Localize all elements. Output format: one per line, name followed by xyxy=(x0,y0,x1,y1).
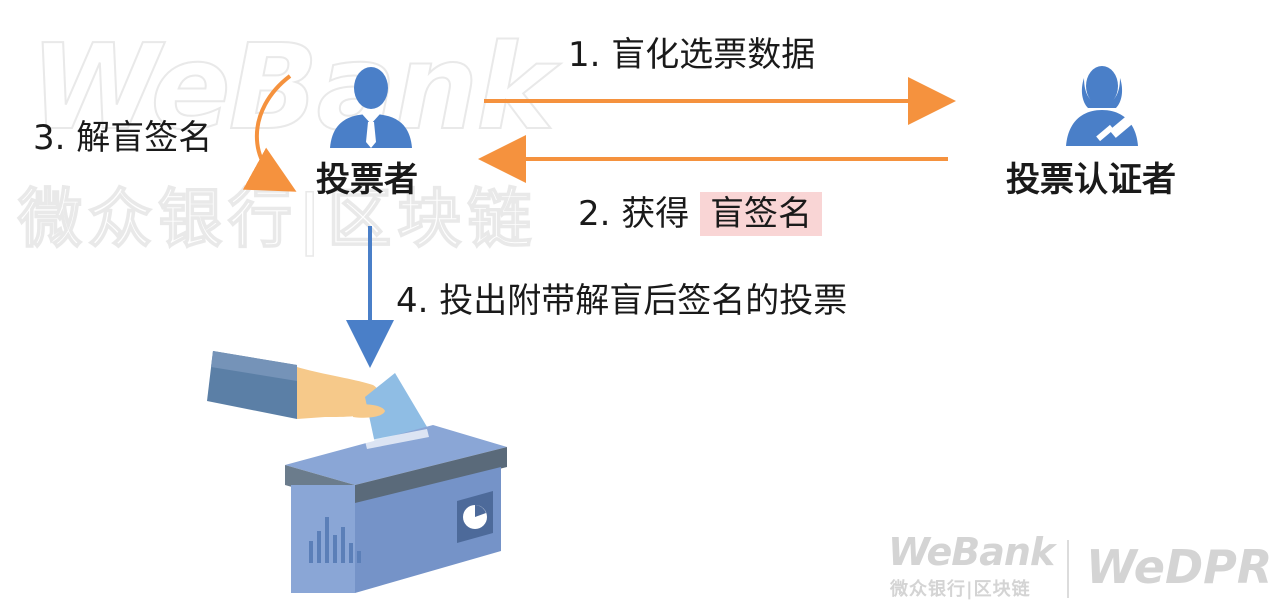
ballot-box-side xyxy=(355,467,501,593)
box-pie-chart-decoration xyxy=(457,491,493,543)
step4-label: 4. 投出附带解盲后签名的投票 xyxy=(396,281,848,321)
authority-judge-icon xyxy=(1066,66,1138,146)
authority-label: 投票认证者 xyxy=(1006,160,1176,200)
step2-blind-signature-highlight: 盲签名 xyxy=(700,192,823,236)
voter-icon xyxy=(330,67,412,148)
ballot-box-lid-top xyxy=(285,425,507,485)
step3-label: 3. 解盲签名 xyxy=(33,118,213,158)
watermark-cn-bank: 微众银行 xyxy=(17,182,298,258)
logo-cn-bank: 微众银行 xyxy=(890,579,966,600)
logo-webank-cn: 微众银行|区块链 xyxy=(890,575,1031,601)
logo-cn-divider: | xyxy=(966,579,974,600)
logo-cn-blockchain: 区块链 xyxy=(973,579,1031,600)
watermark-cn-blockchain: 区块链 xyxy=(327,182,538,258)
watermark-cn-divider: | xyxy=(297,182,328,258)
logo-webank: WeBank xyxy=(888,530,1055,574)
box-bar-chart-decoration xyxy=(309,517,361,563)
logo-divider xyxy=(1067,540,1069,598)
step2-label: 2. 获得 盲签名 xyxy=(578,192,823,236)
watermark-cn-large: 微众银行|区块链 xyxy=(17,168,538,260)
ballot-box-illustration xyxy=(207,351,507,593)
step2-prefix: 2. 获得 xyxy=(578,194,690,234)
arrow-step3 xyxy=(242,74,297,192)
voter-label: 投票者 xyxy=(316,160,418,200)
step1-label: 1. 盲化选票数据 xyxy=(568,35,816,75)
watermark-webank-large: WeBank xyxy=(29,17,556,157)
ballot-box-lid-side xyxy=(355,447,507,505)
logo-wedpr: WeDPR xyxy=(1086,540,1273,594)
